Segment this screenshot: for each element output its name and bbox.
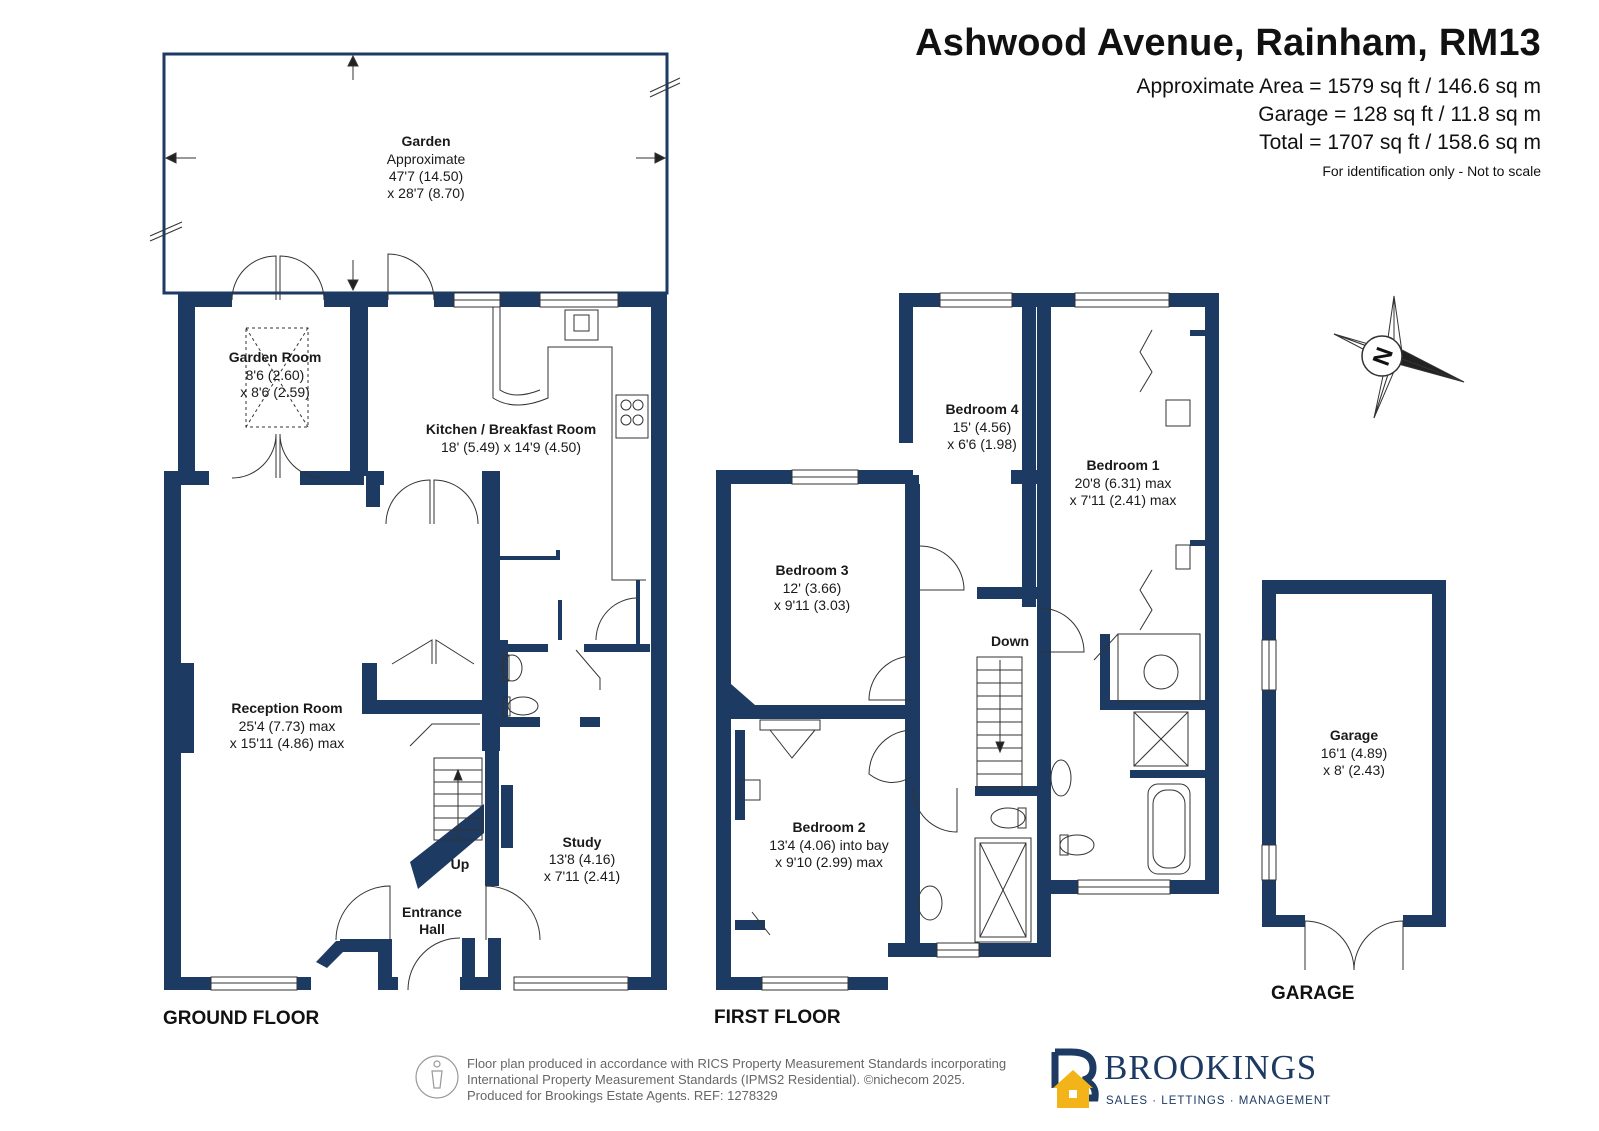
- first-floor-fixtures: [739, 292, 1201, 991]
- first-stairs: [976, 656, 1023, 788]
- garden-line3: x 28'7 (8.70): [387, 185, 464, 201]
- brand-name: BROOKINGS: [1104, 1048, 1318, 1087]
- garden-line1: Approximate: [387, 151, 466, 167]
- garage-line1: 16'1 (4.89): [1321, 745, 1388, 761]
- garden-room-line2: x 8'6 (2.59): [240, 384, 310, 400]
- entrance-name1: Entrance: [402, 904, 462, 920]
- approx-area-text: Approximate Area = 1579 sq ft / 146.6 sq…: [1136, 75, 1542, 98]
- entrance-name2: Hall: [419, 921, 445, 937]
- garage-line2: x 8' (2.43): [1323, 762, 1385, 778]
- ground-floor-walls: [164, 293, 667, 990]
- house-logo-icon: [1051, 1048, 1099, 1108]
- garden-line2: 47'7 (14.50): [389, 168, 463, 184]
- ground-floor-fixtures: [210, 253, 649, 991]
- garden-room-line1: 8'6 (2.60): [246, 367, 305, 383]
- study-line1: 13'8 (4.16): [549, 851, 616, 867]
- stairs-down-label: Down: [991, 633, 1029, 649]
- garage-area-text: Garage = 128 sq ft / 11.8 sq m: [1258, 103, 1541, 126]
- footer-line-1: Floor plan produced in accordance with R…: [467, 1056, 1007, 1071]
- garage-floor-label: GARAGE: [1271, 983, 1355, 1004]
- ipms-person-icon: [415, 1055, 459, 1099]
- garden-room-name: Garden Room: [229, 349, 322, 365]
- brand-tagline: SALES · LETTINGS · MANAGEMENT: [1106, 1095, 1332, 1107]
- stairs-up-label: Up: [451, 856, 470, 872]
- ground-stairs: [433, 757, 483, 841]
- study-name: Study: [563, 834, 602, 850]
- bedroom3-line2: x 9'11 (3.03): [774, 597, 850, 613]
- bedroom2-line2: x 9'10 (2.99) max: [775, 854, 883, 870]
- kitchen-line1: 18' (5.49) x 14'9 (4.50): [441, 439, 581, 455]
- bedroom4-line1: 15' (4.56): [953, 419, 1012, 435]
- footer-line-3: Produced for Brookings Estate Agents. RE…: [467, 1088, 778, 1103]
- footer-notes: Floor plan produced in accordance with R…: [467, 1056, 1006, 1104]
- garden-name: Garden: [401, 133, 450, 149]
- garage-structure: [1261, 580, 1446, 971]
- disclaimer-text: For identification only - Not to scale: [1322, 163, 1541, 179]
- ground-floor-label: GROUND FLOOR: [163, 1008, 320, 1029]
- bedroom4-line2: x 6'6 (1.98): [947, 436, 1017, 452]
- reception-line1: 25'4 (7.73) max: [239, 718, 336, 734]
- total-area-text: Total = 1707 sq ft / 158.6 sq m: [1259, 131, 1541, 154]
- bedroom3-line1: 12' (3.66): [783, 580, 842, 596]
- bedroom1-name: Bedroom 1: [1086, 457, 1159, 473]
- compass-rose: N: [1333, 295, 1465, 419]
- bedroom4-name: Bedroom 4: [945, 401, 1018, 417]
- garage-name: Garage: [1330, 727, 1378, 743]
- reception-name: Reception Room: [231, 700, 342, 716]
- bedroom2-line1: 13'4 (4.06) into bay: [769, 837, 888, 853]
- garden-outline: [149, 52, 681, 295]
- first-floor-label: FIRST FLOOR: [714, 1007, 841, 1028]
- kitchen-name: Kitchen / Breakfast Room: [426, 421, 596, 437]
- bedroom3-name: Bedroom 3: [775, 562, 848, 578]
- property-title: Ashwood Avenue, Rainham, RM13: [915, 22, 1541, 64]
- study-line2: x 7'11 (2.41): [544, 868, 620, 884]
- reception-line2: x 15'11 (4.86) max: [230, 735, 344, 751]
- footer-line-2: International Property Measurement Stand…: [467, 1072, 966, 1087]
- bedroom1-line2: x 7'11 (2.41) max: [1070, 492, 1177, 508]
- bedroom2-name: Bedroom 2: [792, 819, 865, 835]
- bedroom1-line1: 20'8 (6.31) max: [1075, 475, 1172, 491]
